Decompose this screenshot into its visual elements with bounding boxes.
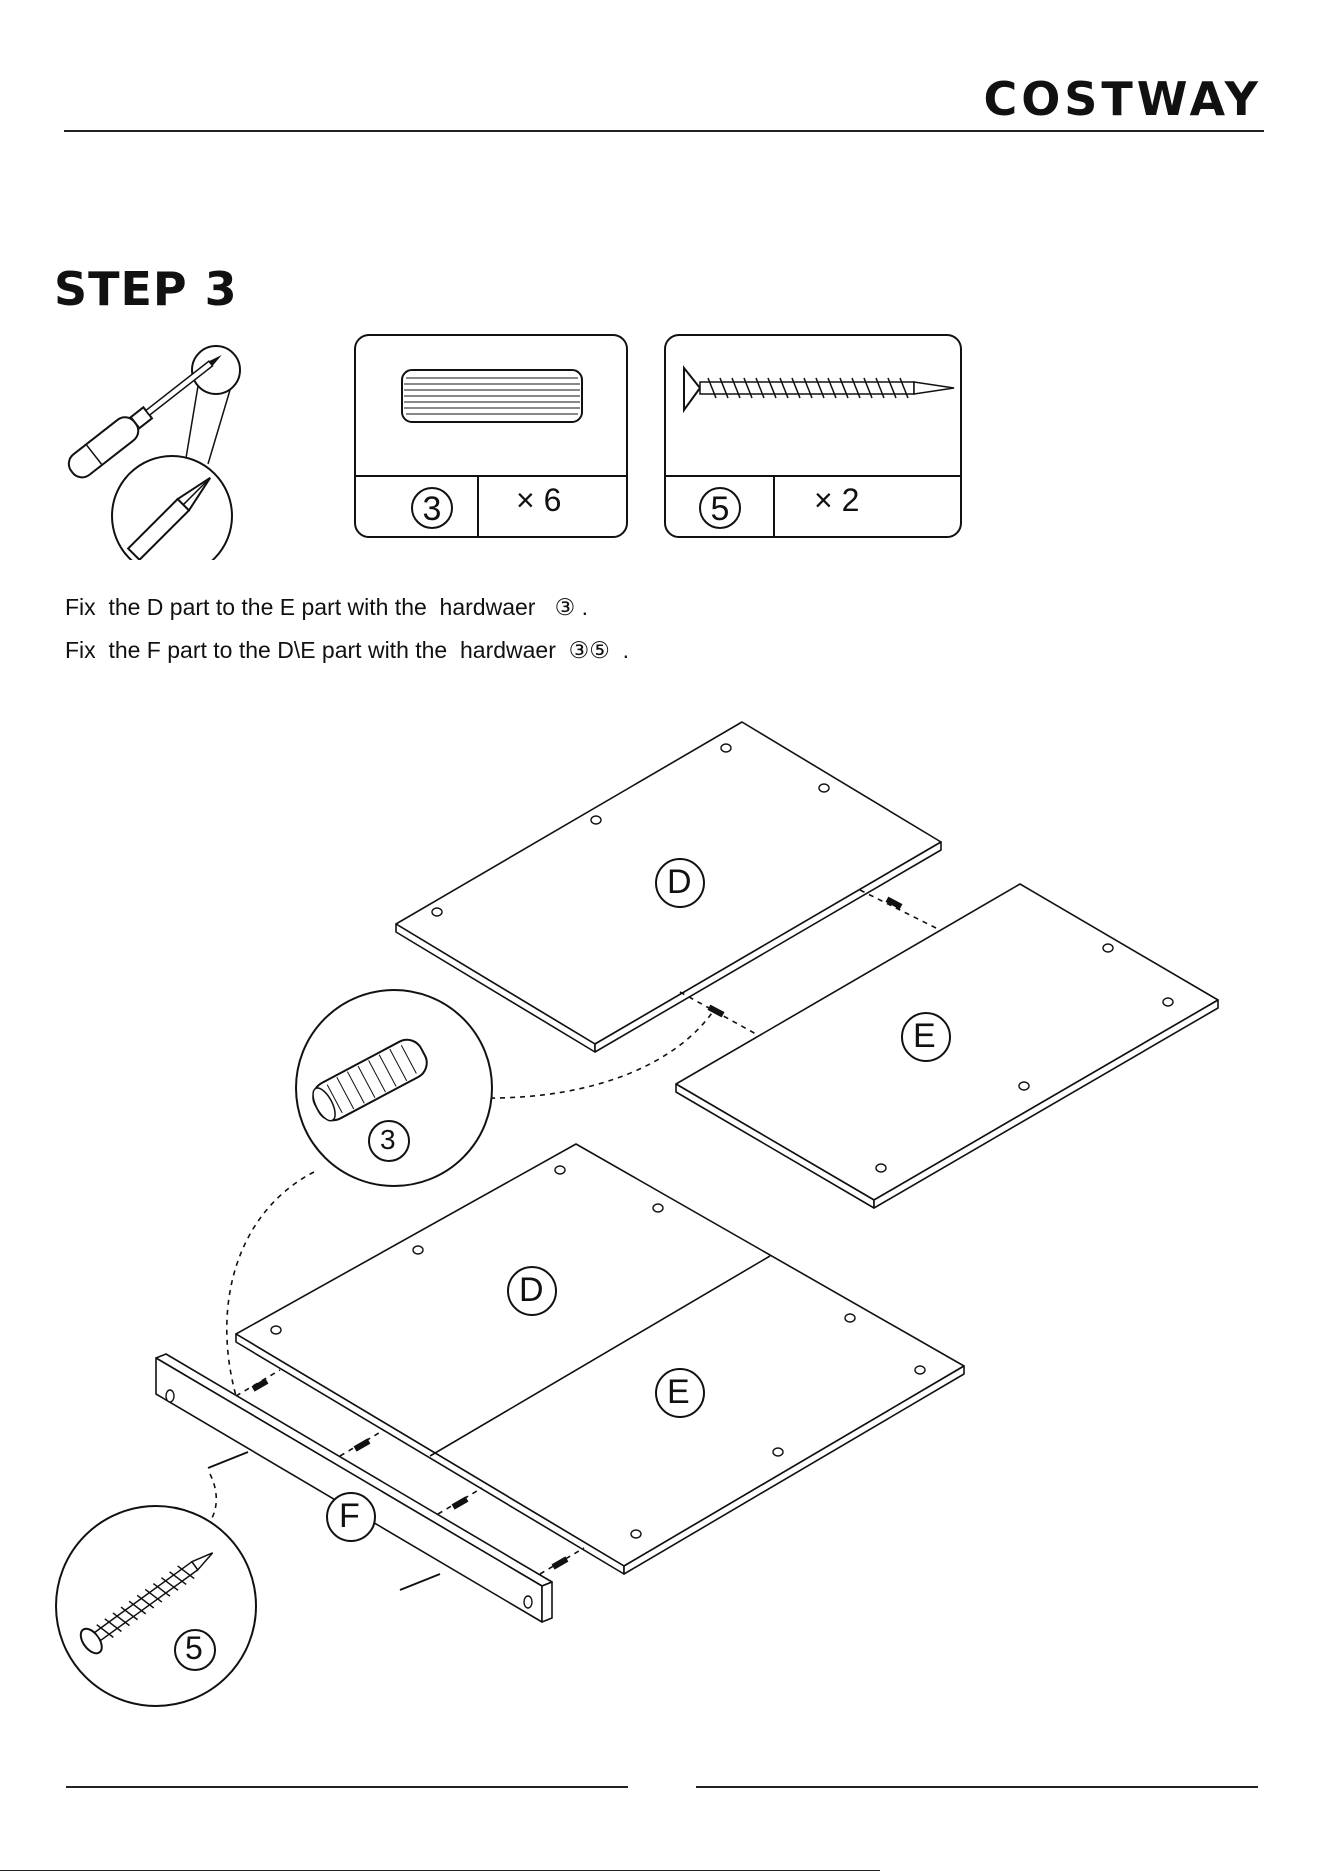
label-d-upper: D <box>667 863 692 902</box>
label-d-lower: D <box>519 1271 544 1310</box>
hardware-box-dowel <box>354 334 628 538</box>
header-divider <box>64 130 1264 132</box>
instruction-line-2: Fix the F part to the D\E part with the … <box>65 637 629 664</box>
brand-logo: COSTWAY <box>983 72 1262 126</box>
label-e-upper: E <box>913 1017 936 1056</box>
callout-3-number: 3 <box>380 1124 396 1156</box>
hardware-3-number: 3 <box>421 490 443 529</box>
step-title: STEP 3 <box>54 262 238 316</box>
dowel-icon <box>402 370 582 422</box>
hardware-5-number: 5 <box>709 490 731 529</box>
bottom-edge-rule <box>0 1870 880 1871</box>
callout-5-number: 5 <box>185 1630 203 1667</box>
label-e-lower: E <box>667 1373 690 1412</box>
footer-rule-left <box>66 1786 628 1788</box>
label-f-rail: F <box>339 1497 360 1536</box>
hardware-3-quantity: × 6 <box>516 482 561 519</box>
hardware-5-quantity: × 2 <box>814 482 859 519</box>
instruction-line-1: Fix the D part to the E part with the ha… <box>65 594 588 621</box>
screwdriver-icon <box>58 340 258 560</box>
footer-rule-right <box>696 1786 1258 1788</box>
